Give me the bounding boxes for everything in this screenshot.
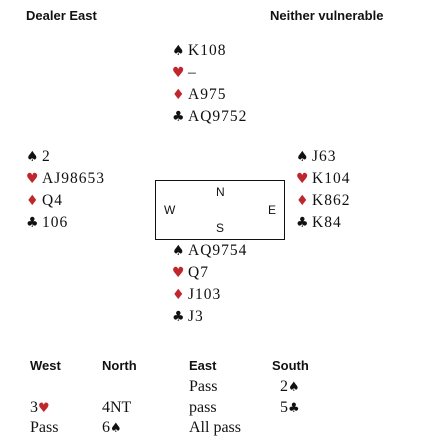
club-icon: ♣ bbox=[288, 401, 300, 416]
bid-east-2: pass bbox=[189, 399, 217, 416]
west-diamonds-cards: Q4 bbox=[42, 192, 63, 209]
east-spades: ♠J63 bbox=[296, 146, 350, 168]
bid-west-2: 3♥ bbox=[30, 399, 50, 420]
bid-west-3: Pass bbox=[30, 419, 59, 436]
east-clubs: ♣K84 bbox=[296, 212, 350, 234]
spade-icon: ♠ bbox=[110, 421, 122, 436]
heart-icon: ♥ bbox=[296, 171, 310, 187]
south-diamonds: ♦J103 bbox=[172, 284, 247, 306]
bid-south-2: 5♣ bbox=[280, 399, 300, 420]
west-hearts-cards: AJ98653 bbox=[42, 170, 105, 187]
south-spades: ♠AQ9754 bbox=[172, 240, 247, 262]
auction-header-west-label: West bbox=[30, 358, 61, 373]
west-clubs-cards: 106 bbox=[42, 214, 69, 231]
dealer-label: Dealer East bbox=[26, 8, 97, 23]
south-hearts-cards: Q7 bbox=[188, 264, 209, 281]
bid-north-3-level: 6 bbox=[102, 419, 110, 436]
auction-header-south: South bbox=[272, 358, 309, 373]
east-diamonds-cards: K862 bbox=[312, 192, 351, 209]
west-diamonds: ♦Q4 bbox=[26, 190, 105, 212]
vulnerability-label: Neither vulnerable bbox=[270, 8, 384, 23]
north-spades-cards: K108 bbox=[188, 42, 227, 59]
compass-west: W bbox=[164, 203, 176, 217]
south-clubs-cards: J3 bbox=[188, 308, 204, 325]
north-diamonds: ♦A975 bbox=[172, 84, 247, 106]
south-clubs: ♣J3 bbox=[172, 306, 247, 328]
south-hand: ♠AQ9754 ♥Q7 ♦J103 ♣J3 bbox=[172, 240, 247, 328]
heart-icon: ♥ bbox=[172, 65, 186, 81]
heart-icon: ♥ bbox=[38, 401, 50, 416]
club-icon: ♣ bbox=[26, 215, 40, 231]
east-hearts-cards: K104 bbox=[312, 170, 351, 187]
north-hearts: ♥– bbox=[172, 62, 247, 84]
compass-box: N W E S bbox=[155, 180, 285, 240]
heart-icon: ♥ bbox=[172, 265, 186, 281]
bid-west-2-level: 3 bbox=[30, 399, 38, 416]
north-clubs: ♣AQ9752 bbox=[172, 106, 247, 128]
bid-south-1: 2♠ bbox=[280, 378, 300, 399]
bid-north-2: 4NT bbox=[102, 399, 132, 416]
club-icon: ♣ bbox=[296, 215, 310, 231]
auction-header-north: North bbox=[102, 358, 137, 373]
auction-header-east: East bbox=[189, 358, 217, 373]
compass-south: S bbox=[216, 221, 225, 235]
bid-east-3: All pass bbox=[189, 419, 241, 436]
spade-icon: ♠ bbox=[26, 149, 40, 165]
east-clubs-cards: K84 bbox=[312, 214, 342, 231]
spade-icon: ♠ bbox=[172, 43, 186, 59]
west-clubs: ♣106 bbox=[26, 212, 105, 234]
east-hearts: ♥K104 bbox=[296, 168, 350, 190]
club-icon: ♣ bbox=[172, 309, 186, 325]
compass-east: E bbox=[268, 203, 277, 217]
west-hearts: ♥AJ98653 bbox=[26, 168, 105, 190]
west-spades-cards: 2 bbox=[42, 148, 51, 165]
diamond-icon: ♦ bbox=[172, 87, 186, 103]
heart-icon: ♥ bbox=[26, 171, 40, 187]
north-spades: ♠K108 bbox=[172, 40, 247, 62]
spade-icon: ♠ bbox=[288, 380, 300, 395]
diamond-icon: ♦ bbox=[172, 287, 186, 303]
bid-south-1-level: 2 bbox=[280, 378, 288, 395]
bid-east-1: Pass bbox=[189, 378, 218, 395]
east-spades-cards: J63 bbox=[312, 148, 337, 165]
north-clubs-cards: AQ9752 bbox=[188, 108, 248, 125]
west-hand: ♠2 ♥AJ98653 ♦Q4 ♣106 bbox=[26, 146, 105, 234]
south-hearts: ♥Q7 bbox=[172, 262, 247, 284]
bid-north-3: 6♠ bbox=[102, 419, 122, 440]
bid-south-2-level: 5 bbox=[280, 399, 288, 416]
north-diamonds-cards: A975 bbox=[188, 86, 227, 103]
north-hearts-cards: – bbox=[188, 64, 197, 81]
club-icon: ♣ bbox=[172, 109, 186, 125]
east-hand: ♠J63 ♥K104 ♦K862 ♣K84 bbox=[296, 146, 350, 234]
diamond-icon: ♦ bbox=[296, 193, 310, 209]
diamond-icon: ♦ bbox=[26, 193, 40, 209]
west-spades: ♠2 bbox=[26, 146, 105, 168]
spade-icon: ♠ bbox=[296, 149, 310, 165]
south-spades-cards: AQ9754 bbox=[188, 242, 248, 259]
compass-north: N bbox=[216, 185, 225, 199]
spade-icon: ♠ bbox=[172, 243, 186, 259]
north-hand: ♠K108 ♥– ♦A975 ♣AQ9752 bbox=[172, 40, 247, 128]
east-diamonds: ♦K862 bbox=[296, 190, 350, 212]
south-diamonds-cards: J103 bbox=[188, 286, 222, 303]
